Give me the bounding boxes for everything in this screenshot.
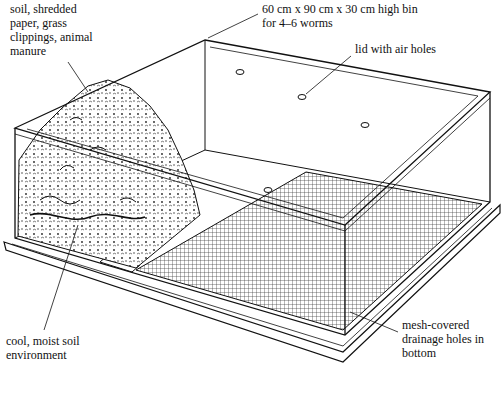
air-holes: [236, 70, 369, 193]
callout-label: 60 cm x 90 cm x 30 cm high bin for 4–6 w…: [262, 2, 432, 30]
worm: [30, 214, 145, 220]
grass-clippings: [40, 118, 136, 205]
callout-label: soil, shredded paper, grass clippings, a…: [10, 2, 106, 58]
callout-label: lid with air holes: [355, 42, 465, 56]
leader-lines: [44, 14, 398, 332]
bin-outline: [15, 40, 490, 335]
callout-label: mesh-covered drainage holes in bottom: [402, 318, 500, 360]
callout-label: cool, moist soil environment: [6, 334, 98, 362]
